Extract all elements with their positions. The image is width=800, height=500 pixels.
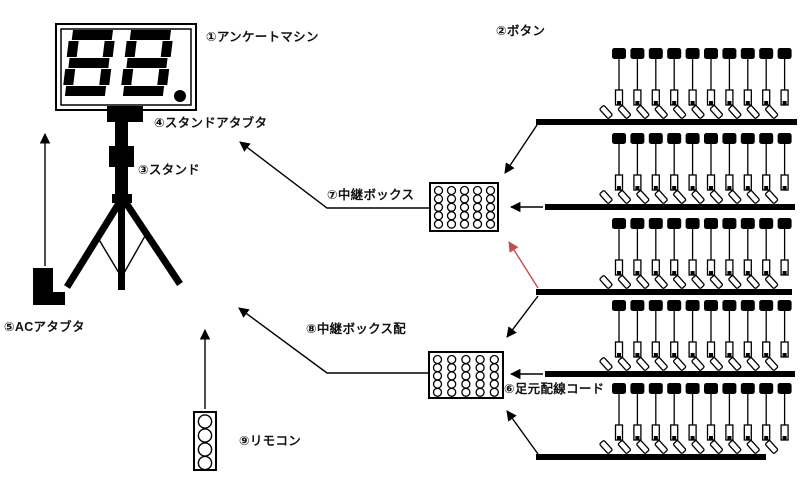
socket-circle xyxy=(475,387,485,397)
socket-circle xyxy=(459,194,470,204)
tripod-brace xyxy=(97,237,120,274)
socket-circle xyxy=(433,185,444,196)
socket-circle xyxy=(432,363,443,373)
socket-circle xyxy=(489,379,499,389)
arrow-relaybox2-to-stand xyxy=(238,307,428,374)
socket-circle xyxy=(459,219,470,229)
relay-box-2-sockets xyxy=(432,354,499,397)
socket-circle xyxy=(447,363,457,373)
relay-box-1-sockets xyxy=(433,185,496,229)
tripod-brace xyxy=(123,235,146,274)
socket-circle xyxy=(461,363,471,373)
socket-circle xyxy=(485,194,496,204)
arrow-strip5-to-relaybox2 xyxy=(506,410,539,455)
label-floor-cable: ⑥足元配線コード xyxy=(504,382,605,396)
button-strip-1 xyxy=(536,47,797,125)
arrow-strip3-to-relaybox1-red xyxy=(508,241,539,289)
label-buttons: ②ボタン xyxy=(496,24,546,38)
button-strip-4 xyxy=(545,299,795,377)
socket-circle xyxy=(485,219,496,229)
label-remote: ⑨リモコン xyxy=(239,434,302,448)
socket-circle xyxy=(461,379,471,389)
label-stand-adapter: ④スタンドアタブタ xyxy=(154,116,268,130)
socket-circle xyxy=(472,211,483,221)
socket-circle xyxy=(433,211,444,221)
socket-circle xyxy=(446,185,457,196)
connection-arrows xyxy=(39,124,543,455)
strip-wire xyxy=(536,454,766,460)
socket-circle xyxy=(446,194,457,204)
socket-circle xyxy=(472,194,483,204)
socket-circle xyxy=(475,363,485,373)
tripod-right-leg xyxy=(121,198,183,286)
relay-box-2 xyxy=(428,351,504,399)
button-strips xyxy=(536,47,797,460)
socket-circle xyxy=(489,354,499,365)
socket-circle xyxy=(433,194,444,204)
socket-circle xyxy=(489,363,499,373)
socket-circle xyxy=(432,387,443,397)
survey-machine-display xyxy=(55,23,197,122)
tripod-center-leg xyxy=(118,196,125,290)
socket-circle xyxy=(432,354,443,365)
label-ac-adapter: ⑤ACアタブタ xyxy=(4,320,85,334)
label-survey-machine: ①アンケートマシン xyxy=(206,30,319,44)
socket-circle xyxy=(485,202,496,212)
socket-circle xyxy=(475,379,485,389)
label-relay-box-wiring: ⑧中継ボックス配 xyxy=(306,322,407,336)
arrow-strip3-to-relaybox2 xyxy=(506,295,539,338)
arrow-relaybox1-to-standadapter xyxy=(239,141,430,209)
button-strip-5 xyxy=(536,382,793,460)
ac-adapter xyxy=(33,268,65,305)
socket-circle xyxy=(447,354,457,365)
label-stand: ③スタンド xyxy=(138,163,201,177)
stand-tripod xyxy=(64,122,183,290)
socket-circle xyxy=(475,371,485,381)
socket-circle xyxy=(433,219,444,229)
display-dot xyxy=(174,90,186,102)
button-strip-3 xyxy=(536,217,793,295)
socket-circle xyxy=(459,185,470,196)
socket-circle xyxy=(459,211,470,221)
socket-circle xyxy=(472,219,483,229)
socket-circle xyxy=(447,387,457,397)
socket-circle xyxy=(472,202,483,212)
strip-wire xyxy=(545,371,795,377)
stand-adapter-collar xyxy=(109,146,134,167)
socket-circle xyxy=(485,185,496,196)
socket-circle xyxy=(461,354,471,365)
socket-circle xyxy=(472,185,483,196)
socket-circle xyxy=(447,371,457,381)
tripod-left-leg xyxy=(64,198,124,289)
socket-circle xyxy=(432,379,443,389)
socket-circle xyxy=(446,202,457,212)
socket-circle xyxy=(446,211,457,221)
button-strip-2 xyxy=(545,132,795,210)
socket-circle xyxy=(459,202,470,212)
strip-wire xyxy=(536,119,797,125)
socket-circle xyxy=(447,379,457,389)
socket-circle xyxy=(485,211,496,221)
socket-circle xyxy=(475,354,485,365)
display-pedestal xyxy=(107,106,143,122)
socket-circle xyxy=(489,387,499,397)
strip-wire xyxy=(536,289,792,295)
label-relay-box: ⑦中継ボックス xyxy=(327,188,415,202)
remote-control xyxy=(193,411,217,471)
strip-wire xyxy=(545,204,795,210)
socket-circle xyxy=(446,219,457,229)
arrow-strip1-to-relaybox1 xyxy=(504,124,538,174)
socket-circle xyxy=(432,371,443,381)
socket-circle xyxy=(489,371,499,381)
socket-circle xyxy=(461,387,471,397)
socket-circle xyxy=(433,202,444,212)
socket-circle xyxy=(461,371,471,381)
relay-box-1 xyxy=(429,182,499,232)
